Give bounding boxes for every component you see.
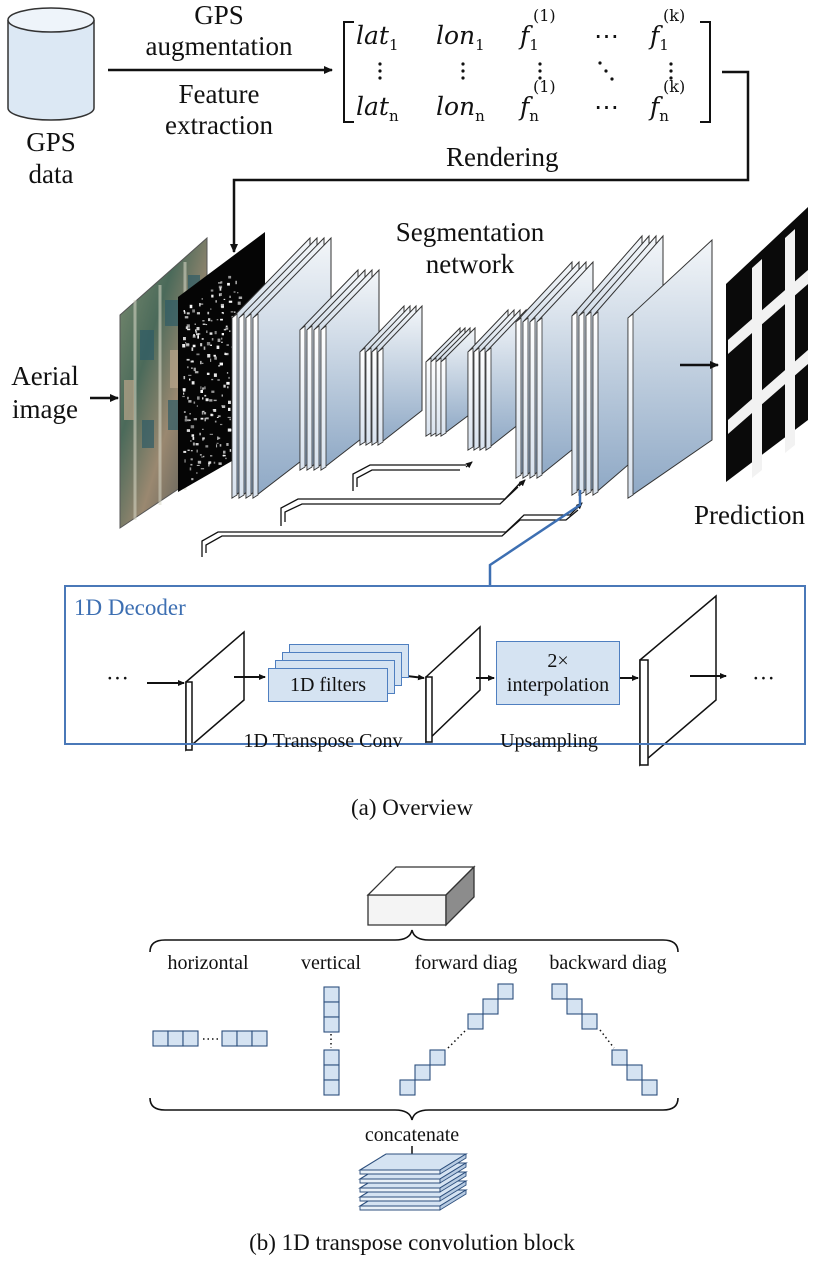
- fd-cell-5: [497, 983, 514, 1000]
- upsampling-label: Upsampling: [500, 730, 598, 752]
- decoder-panel: [64, 585, 806, 745]
- bottom-brace: [149, 1097, 679, 1121]
- skip-arrowhead-inner: [465, 461, 473, 469]
- v-cell-0: [323, 986, 340, 1003]
- transpose-conv-label: 1D Transpose Conv: [243, 730, 403, 752]
- segmentation-layers: [231, 234, 713, 500]
- block-cuboid: [366, 865, 476, 927]
- matrix-sup-n1: (1): [533, 77, 556, 96]
- decoder-title: 1D Decoder: [74, 595, 186, 620]
- matrix-lat-1: lat1: [356, 21, 399, 54]
- bd-cell-4: [626, 1064, 643, 1081]
- matrix-sup-1: (1): [533, 6, 556, 25]
- decoder-drawing: [147, 594, 727, 767]
- matrix-f-n-k: fn: [650, 92, 669, 125]
- interpolation-label: 2× interpolation: [506, 650, 610, 696]
- v-cell-3: [323, 1049, 340, 1066]
- prediction-image: [726, 207, 808, 482]
- rendering-label: Rendering: [446, 142, 559, 172]
- bd-dots: [599, 1029, 615, 1049]
- bd-cell-1: [566, 998, 583, 1015]
- h-cell-3: [221, 1030, 238, 1047]
- caption-a: (a) Overview: [351, 795, 473, 820]
- bd-cell-3: [611, 1049, 628, 1066]
- h-cell-1: [167, 1030, 184, 1047]
- matrix-sup-k1: (k): [663, 6, 686, 25]
- feature-matrix-brackets: [343, 21, 711, 123]
- bd-cell-2: [581, 1013, 598, 1030]
- segmentation-network-label: Segmentation network: [395, 217, 545, 279]
- direction-backward-diag-label: backward diag: [549, 952, 667, 974]
- interpolation-box: 2× interpolation: [496, 641, 620, 705]
- prediction-label: Prediction: [694, 500, 805, 530]
- bd-cell-0: [551, 983, 568, 1000]
- bd-cell-5: [641, 1079, 658, 1096]
- fd-cell-4: [482, 998, 499, 1015]
- matrix-f-1-1: f1: [520, 21, 539, 54]
- decoder-slab-3: [639, 594, 717, 767]
- rendering-arrow: [230, 70, 750, 253]
- matrix-hdots-n: ⋯: [594, 92, 619, 121]
- v-cell-2: [323, 1016, 340, 1033]
- gps-database-icon: [7, 7, 95, 121]
- matrix-lat-n: latn: [356, 92, 399, 125]
- skip-connections: [201, 464, 581, 557]
- h-cell-2: [182, 1030, 199, 1047]
- matrix-lon-1: lon1: [436, 21, 485, 54]
- matrix-hdots-1: ⋯: [594, 21, 619, 50]
- concatenated-stack: [358, 1153, 468, 1211]
- h-cell-4: [236, 1030, 253, 1047]
- matrix-lon-n: lonn: [436, 92, 485, 125]
- h-cell-5: [251, 1030, 268, 1047]
- skip-arrowhead-middle: [518, 479, 526, 487]
- direction-horizontal-label: horizontal: [167, 952, 249, 974]
- fd-cell-0: [399, 1079, 416, 1096]
- filters-label: 1D filters: [289, 673, 367, 696]
- direction-forward-diag-label: forward diag: [414, 952, 518, 974]
- v-cell-4: [323, 1064, 340, 1081]
- aerial-image-label: Aerial image: [11, 361, 79, 424]
- fd-cell-3: [467, 1013, 484, 1030]
- decoder-slab-1: [185, 630, 245, 752]
- matrix-f-n-1: fn: [520, 92, 539, 125]
- direction-filters: [152, 983, 658, 1096]
- top-brace: [149, 929, 679, 953]
- matrix-f-1-k: f1: [650, 21, 669, 54]
- matrix-sup-nk: (k): [663, 77, 686, 96]
- decoder-ellipsis-left: ···: [106, 666, 129, 691]
- matrix-ellipsis-dots: [378, 61, 673, 81]
- v-cell-1: [323, 1001, 340, 1018]
- fd-dots: [447, 1029, 467, 1049]
- v-cell-5: [323, 1079, 340, 1096]
- caption-b: (b) 1D transpose convolution block: [249, 1230, 575, 1255]
- decoder-ellipsis-right: ···: [752, 666, 775, 691]
- fd-cell-2: [429, 1049, 446, 1066]
- gps-augmentation-label: GPS augmentation: [145, 0, 293, 61]
- h-cell-0: [152, 1030, 169, 1047]
- direction-vertical-label: vertical: [301, 952, 361, 974]
- decoder-connector: [488, 490, 582, 587]
- decoder-slab-2: [425, 625, 481, 744]
- concatenate-label: concatenate: [364, 1124, 460, 1146]
- fd-cell-1: [414, 1064, 431, 1081]
- gps-data-label: GPS data: [26, 127, 76, 189]
- filter-card-front: 1D filters: [268, 668, 388, 702]
- feature-extraction-label: Feature extraction: [165, 79, 273, 140]
